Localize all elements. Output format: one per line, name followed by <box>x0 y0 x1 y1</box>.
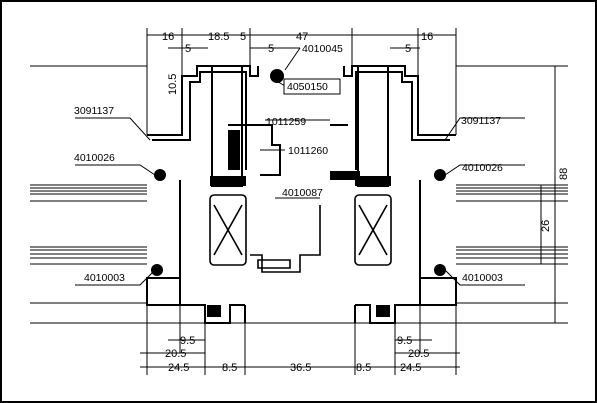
part-4010045: 4010045 <box>302 43 343 55</box>
dimension-lines <box>140 28 556 375</box>
dim-8-5-right: 8.5 <box>356 362 371 374</box>
part-1011259: 1011259 <box>266 116 306 128</box>
dim-16-left: 16 <box>162 31 174 43</box>
dim-5-a: 5 <box>240 31 246 43</box>
part-4050150-box <box>283 78 341 95</box>
part-1011260: 1011260 <box>288 145 328 157</box>
dim-36-5: 36.5 <box>290 362 311 374</box>
dim-10-5: 10.5 <box>167 74 179 95</box>
part-4010026-right: 4010026 <box>462 162 503 174</box>
part-4010003-left: 4010003 <box>84 272 125 284</box>
dim-18-5: 18.5 <box>208 31 229 43</box>
dim-9-5-right: 9.5 <box>397 335 412 347</box>
dim-20-5-left: 20.5 <box>165 348 186 360</box>
part-3091137-left: 3091137 <box>74 105 114 117</box>
part-4010003-right: 4010003 <box>462 272 503 284</box>
part-4010026-left: 4010026 <box>74 152 115 164</box>
gaskets[interactable] <box>151 69 446 317</box>
dim-20-5-right: 20.5 <box>408 348 429 360</box>
thermal-break <box>209 194 392 273</box>
dim-8-5-left: 8.5 <box>222 362 237 374</box>
dim-5-c: 5 <box>268 43 274 55</box>
part-3091137-right: 3091137 <box>461 115 501 127</box>
leader-lines <box>75 47 525 286</box>
glazing-lines <box>30 65 568 324</box>
dim-88: 88 <box>558 168 570 180</box>
dim-47: 47 <box>296 31 308 43</box>
dim-5-b: 5 <box>185 43 191 55</box>
part-4050150: 4050150 <box>287 81 328 93</box>
dim-24-5-right: 24.5 <box>400 362 421 374</box>
dim-26: 26 <box>540 220 552 232</box>
dim-16-right: 16 <box>421 31 433 43</box>
dim-5-d: 5 <box>405 43 411 55</box>
dim-24-5-left: 24.5 <box>168 362 189 374</box>
dim-9-5-left: 9.5 <box>180 335 195 347</box>
part-4010087: 4010087 <box>282 187 323 199</box>
